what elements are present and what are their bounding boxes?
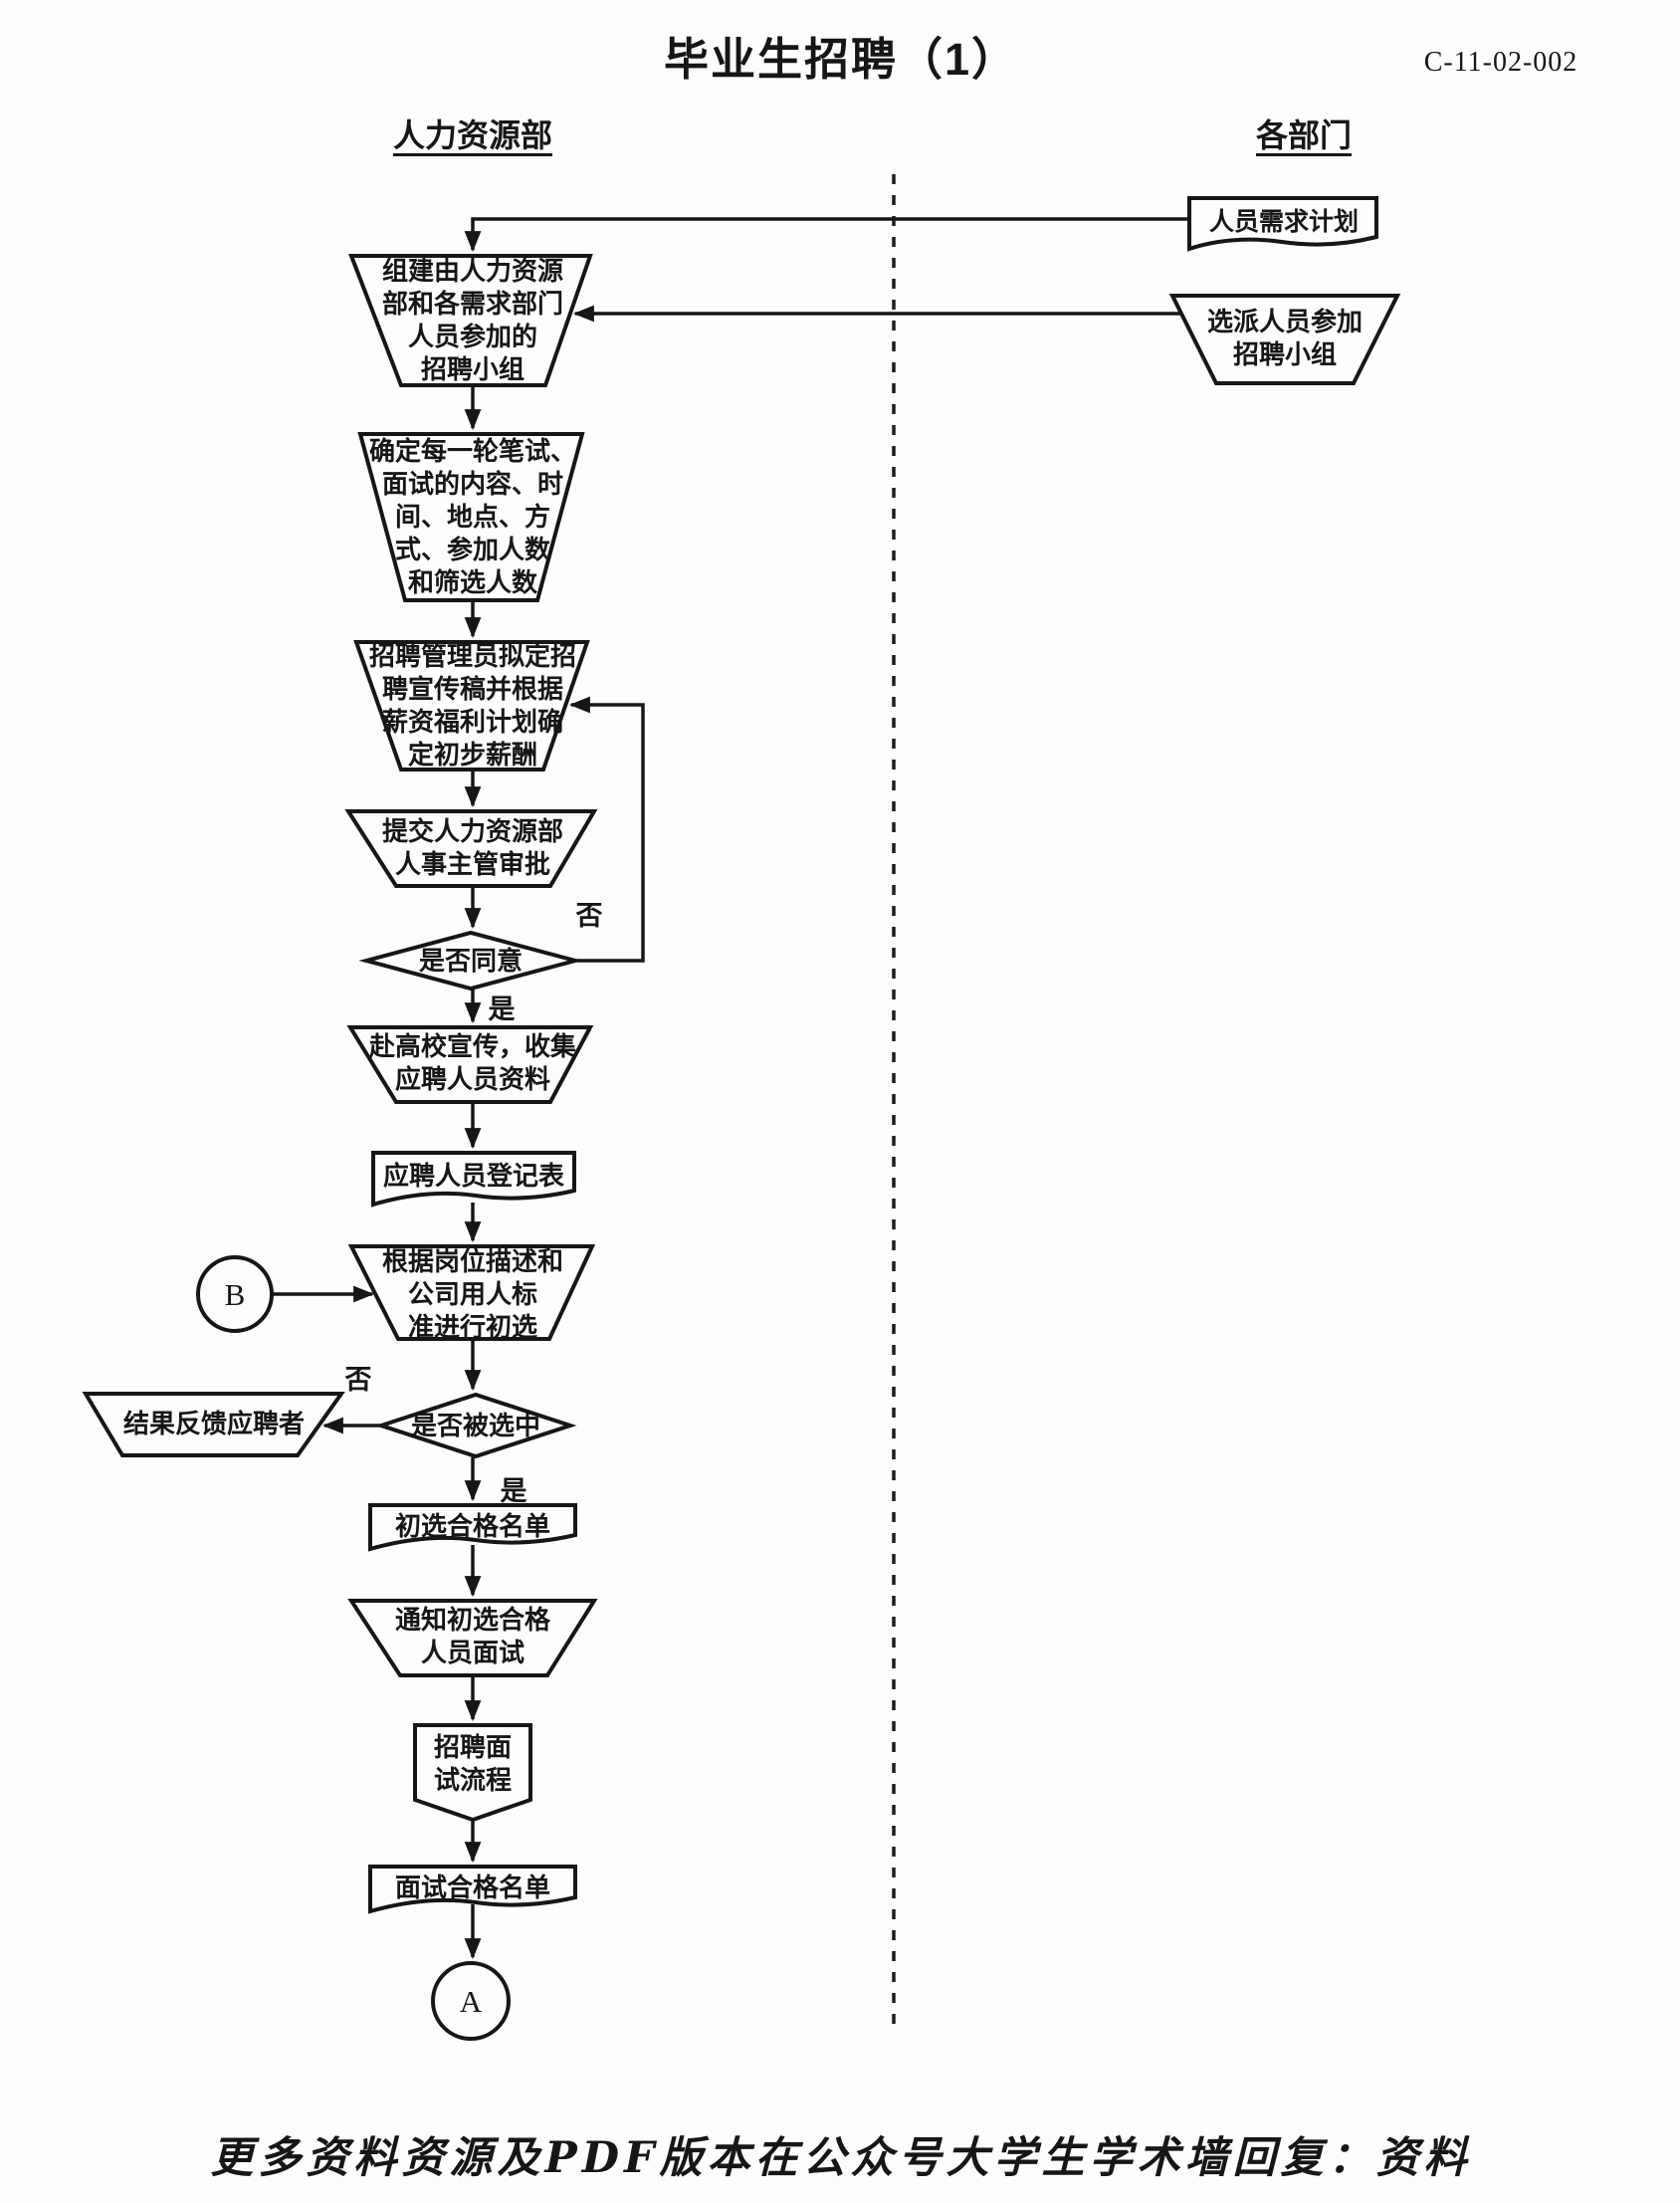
node-label-registration-form: 应聘人员登记表 xyxy=(382,1160,564,1191)
branch-label-approve-yes: 是 xyxy=(488,993,516,1024)
node-label-demand-plan: 人员需求计划 xyxy=(1208,207,1359,236)
trapezoid-shape-campus-promo xyxy=(346,1025,594,1104)
node-label-feedback-applicants: 结果反馈应聘者 xyxy=(122,1408,305,1438)
flowchart-shapes xyxy=(82,196,1401,2041)
connector-arrows xyxy=(272,217,1189,1960)
document-shape-interview-pass-list xyxy=(368,1865,577,1914)
node-label-shortlist: 初选合格名单 xyxy=(394,1510,550,1541)
node-label-campus-promo: 赴高校宣传，收集 应聘人员资料 xyxy=(368,1031,576,1094)
column-header-departments: 各部门 xyxy=(1255,116,1352,153)
trapezoid-shape-form-team xyxy=(348,254,593,387)
trapezoid-shape-submit-approval xyxy=(344,809,598,888)
decision-label-selected: 是否被选中 xyxy=(410,1410,540,1440)
arrow-demandplan-to-formteam xyxy=(464,217,1189,253)
node-label-draft-ad: 招聘管理员拟定招 聘宣传稿并根据 薪资福利计划确 定初步薪酬 xyxy=(368,641,576,770)
node-label-interview-pass-list: 面试合格名单 xyxy=(394,1872,550,1902)
branch-label-approve-no: 否 xyxy=(575,900,603,931)
node-label-form-team: 组建由人力资源 部和各需求部门 人员参加的 招聘小组 xyxy=(381,256,563,384)
node-label-interview-process: 招聘面 试流程 xyxy=(433,1732,512,1795)
branch-label-selected-no: 否 xyxy=(344,1364,372,1395)
trapezoid-shape-initial-screening xyxy=(347,1244,596,1341)
trapezoid-shape-define-rounds xyxy=(357,432,585,602)
trapezoid-shape-draft-ad xyxy=(353,640,590,771)
pentagon-shape-interview-process xyxy=(413,1723,532,1823)
document-shape-shortlist xyxy=(368,1503,577,1552)
node-label-notify-interview: 通知初选合格 人员面试 xyxy=(394,1605,550,1667)
connector-label-a: A xyxy=(459,1983,483,2019)
trapezoid-shape-dispatch-team xyxy=(1168,294,1401,385)
connector-circle-a xyxy=(431,1961,511,2041)
footer-promo-text: 更多资料资源及PDF版本在公众号大学生学术墙回复：资料 xyxy=(210,2132,1472,2183)
trapezoid-shape-notify-interview xyxy=(347,1599,598,1677)
document-code: C-11-02-002 xyxy=(1423,46,1578,78)
node-label-dispatch-team: 选派人员参加 招聘小组 xyxy=(1206,307,1363,369)
connector-label-b: B xyxy=(224,1276,246,1312)
branch-label-selected-yes: 是 xyxy=(500,1475,527,1506)
node-label-submit-approval: 提交人力资源部 人事主管审批 xyxy=(381,816,563,879)
node-label-initial-screening: 根据岗位描述和 公司用人标 准进行初选 xyxy=(381,1245,563,1342)
diamond-shape-approve-decision xyxy=(358,930,583,991)
arrow-approve-no-loopback xyxy=(568,696,645,963)
trapezoid-shape-feedback-applicants xyxy=(82,1392,345,1457)
node-label-define-rounds: 确定每一轮笔试、 面试的内容、时 间、地点、方 式、参加人数 和筛选人数 xyxy=(368,435,576,597)
diamond-shape-selected-decision xyxy=(374,1392,577,1459)
document-shape-demand-plan xyxy=(1187,196,1378,252)
document-shape-registration-form xyxy=(371,1151,576,1208)
connector-circle-b xyxy=(196,1255,274,1333)
decision-label-approve: 是否同意 xyxy=(418,945,523,976)
page-title: 毕业生招聘（1） xyxy=(663,34,1019,85)
column-header-hr: 人力资源部 xyxy=(392,116,552,153)
